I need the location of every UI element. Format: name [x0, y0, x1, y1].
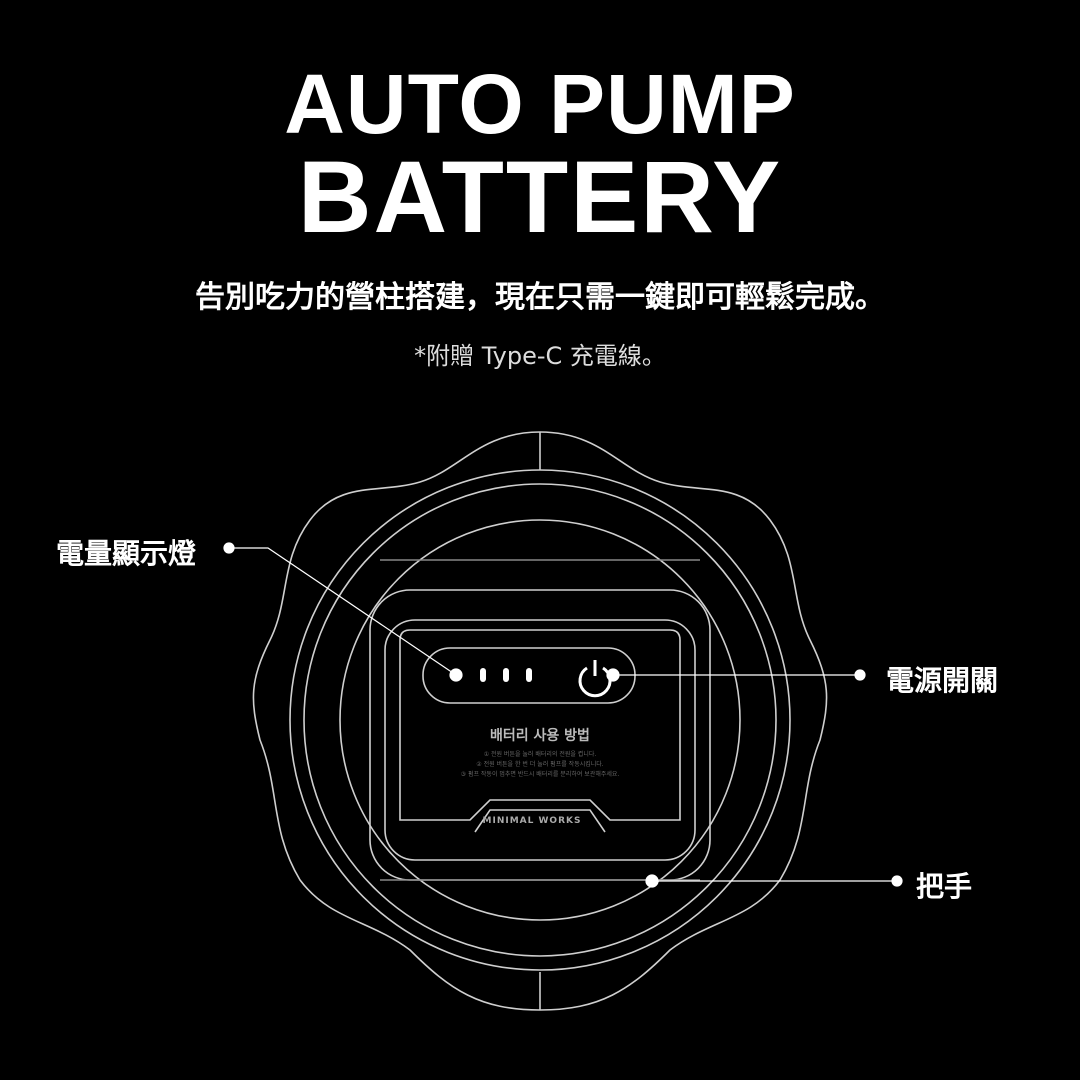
led-3	[503, 668, 509, 682]
callout-battery-indicator: 電量顯示燈	[56, 537, 197, 570]
panel-outline	[399, 629, 681, 821]
led-2	[480, 668, 486, 682]
title-line-2: BATTERY	[297, 140, 783, 254]
instruction-2: ② 전원 버튼을 한 번 더 눌러 펌프를 작동시킵니다.	[476, 760, 604, 768]
callout-handle: 把手	[916, 870, 973, 903]
subtitle: 告別吃力的營柱搭建，現在只需一鍵即可輕鬆完成。	[195, 280, 885, 315]
panel-title: 배터리 사용 방법	[490, 727, 590, 744]
title-line-1: AUTO PUMP	[284, 57, 796, 151]
instruction-1: ① 전원 버튼을 눌러 배터리의 전원을 켭니다.	[484, 750, 597, 758]
callout-line-indicator	[229, 547, 457, 676]
led-4	[526, 668, 532, 682]
battery-level-leds	[451, 668, 532, 682]
accessory-note: *附贈 Type-C 充電線。	[414, 342, 666, 370]
callout-power-switch: 電源開關	[886, 664, 999, 697]
power-icon	[578, 660, 612, 698]
instruction-3: ③ 펌프 작동이 멈추면 반드시 배터리를 분리하여 보관해주세요.	[461, 770, 620, 778]
brand-label: MINIMAL WORKS	[483, 816, 582, 826]
